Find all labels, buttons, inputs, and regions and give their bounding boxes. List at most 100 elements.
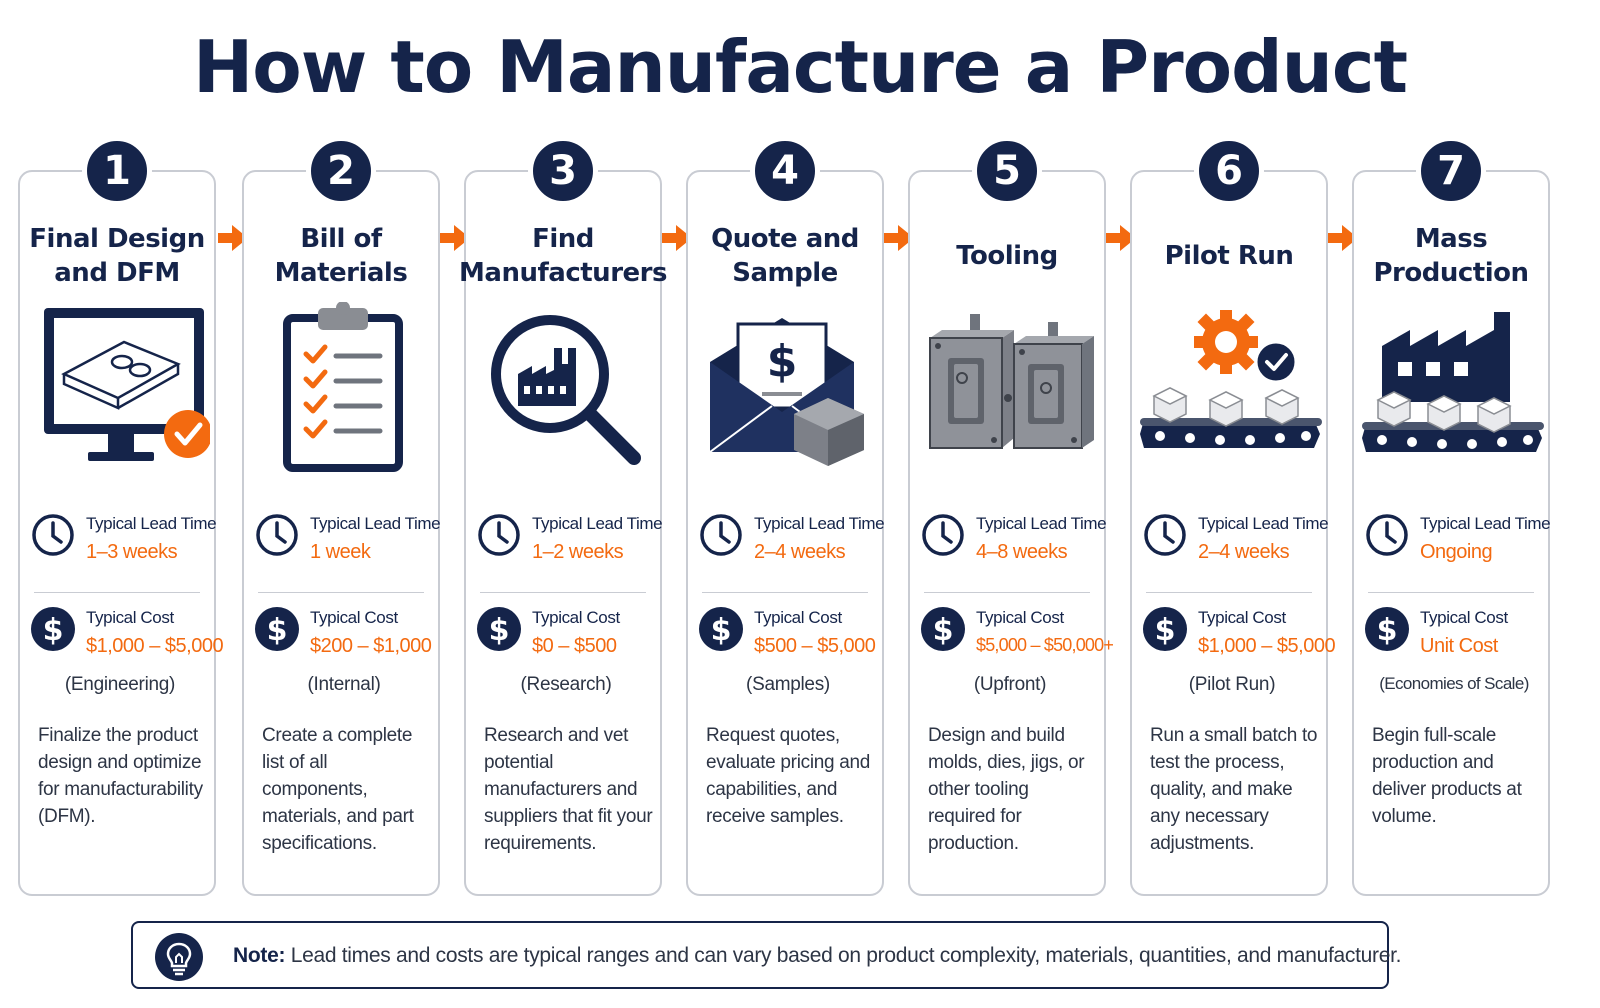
cost-row: $ Typical Cost $1,000 – $5,000 (Pilot Ru… (1142, 604, 1336, 695)
step-number-badge: 7 (1416, 136, 1486, 206)
step-title: Mass Production (1373, 224, 1530, 288)
clock-icon (254, 512, 300, 558)
cost-label: Typical Cost (1198, 608, 1286, 627)
cost-label: Typical Cost (754, 608, 842, 627)
step-title: Final Design and DFM (29, 224, 205, 288)
cost-note: (Samples) (746, 674, 830, 695)
cost-value: $500 – $5,000 (754, 635, 876, 657)
lead-time-label: Typical Lead Time (976, 514, 1107, 533)
svg-text:$: $ (1155, 613, 1176, 648)
page-title: How to Manufacture a Product (193, 25, 1408, 109)
cost-value: $1,000 – $5,000 (1198, 635, 1336, 657)
lead-time-row: Typical Lead Time 1–3 weeks (30, 510, 217, 570)
lead-time-label: Typical Lead Time (1198, 514, 1329, 533)
lead-time-value: Ongoing (1420, 541, 1493, 563)
step-title: Quote and Sample (711, 224, 859, 288)
lead-time-row: Typical Lead Time 1 week (254, 510, 441, 570)
note-text: Note: Lead times and costs are typical r… (233, 944, 1401, 968)
cost-label: Typical Cost (1420, 608, 1508, 627)
step-number-badge: 4 (750, 136, 820, 206)
clock-icon (920, 512, 966, 558)
svg-text:$: $ (267, 613, 288, 648)
step-number-badge: 5 (972, 136, 1042, 206)
cost-row: $ Typical Cost $1,000 – $5,000 (Engineer… (30, 604, 224, 695)
dollar-icon: $ (1142, 606, 1188, 652)
divider (1368, 592, 1534, 593)
conveyor-gear-icon (1140, 302, 1322, 482)
step-number-badge: 3 (528, 136, 598, 206)
cost-label: Typical Cost (976, 608, 1064, 627)
step-number-badge: 6 (1194, 136, 1264, 206)
arrow-right-icon (218, 225, 248, 251)
svg-text:$: $ (711, 613, 732, 648)
arrow-right-icon (884, 225, 914, 251)
step-card-7: 7 Mass Production (1352, 136, 1551, 896)
clock-icon (30, 512, 76, 558)
divider (1146, 592, 1312, 593)
lightbulb-icon (155, 933, 203, 981)
lead-time-label: Typical Lead Time (532, 514, 663, 533)
note-box: Note: Lead times and costs are typical r… (131, 921, 1401, 989)
clock-icon (1364, 512, 1410, 558)
cost-value: $1,000 – $5,000 (86, 635, 224, 657)
step-number-badge: 2 (306, 136, 376, 206)
cost-label: Typical Cost (86, 608, 174, 627)
cost-value: $200 – $1,000 (310, 635, 432, 657)
lead-time-label: Typical Lead Time (86, 514, 217, 533)
magnifier-factory-icon (474, 302, 656, 482)
cost-row: $ Typical Cost $5,000 – $50,000+ (Upfron… (920, 604, 1114, 695)
dollar-icon: $ (698, 606, 744, 652)
lead-time-value: 1–2 weeks (532, 541, 624, 563)
dollar-icon: $ (1364, 606, 1410, 652)
cost-label: Typical Cost (310, 608, 398, 627)
step-card-3: 3 Find Manufacturers Typical Lead Time 1… (459, 136, 667, 896)
cost-value: Unit Cost (1420, 635, 1498, 657)
cost-value: $5,000 – $50,000+ (976, 635, 1114, 655)
svg-text:$: $ (767, 336, 798, 387)
step-description: Request quotes, evaluate pricing and cap… (706, 725, 871, 827)
lead-time-value: 2–4 weeks (1198, 541, 1290, 563)
dollar-icon: $ (920, 606, 966, 652)
cost-note: (Upfront) (973, 674, 1047, 695)
cost-note: (Internal) (307, 674, 381, 695)
step-description: Design and build molds, dies, jigs, or o… (928, 725, 1085, 854)
lead-time-row: Typical Lead Time 4–8 weeks (920, 510, 1107, 570)
step-title: Find Manufacturers (459, 224, 667, 288)
arrow-right-icon (440, 225, 470, 251)
cost-row: $ Typical Cost $0 – $500 (Research) (476, 604, 656, 695)
dollar-icon: $ (254, 606, 300, 652)
lead-time-value: 1 week (310, 541, 371, 563)
divider (924, 592, 1090, 593)
dollar-icon: $ (30, 606, 76, 652)
step-card-6: 6 Pilot Run (1130, 136, 1336, 896)
step-card-2: 2 Bill of Materials Typical Lead Time 1 … (242, 136, 441, 896)
note-body: Lead times and costs are typical ranges … (290, 944, 1402, 967)
lead-time-row: Typical Lead Time 2–4 weeks (698, 510, 885, 570)
clock-icon (1142, 512, 1188, 558)
cost-row: $ Typical Cost $200 – $1,000 (Internal) (254, 604, 434, 695)
divider (702, 592, 868, 593)
step-card-1: 1 Final Design and DFM Typical Lead Time… (18, 136, 224, 896)
factory-conveyor-icon (1362, 302, 1544, 482)
step-card-5: 5 Tooling Typical Lead Time 4–8 wee (908, 136, 1114, 896)
note-label: Note: (233, 944, 286, 967)
divider (34, 592, 200, 593)
cost-note: (Engineering) (64, 674, 176, 695)
dollar-icon: $ (476, 606, 522, 652)
step-description: Run a small batch to test the process, q… (1150, 725, 1318, 854)
lead-time-value: 1–3 weeks (86, 541, 178, 563)
step-description: Create a complete list of all components… (262, 725, 414, 854)
cost-note: (Pilot Run) (1188, 674, 1276, 695)
divider (258, 592, 424, 593)
cost-row: $ Typical Cost Unit Cost (Economies of S… (1364, 604, 1544, 694)
step-description: Begin full-scale production and deliver … (1372, 725, 1522, 827)
clock-icon (476, 512, 522, 558)
cost-value: $0 – $500 (532, 635, 617, 657)
lead-time-row: Typical Lead Time 1–2 weeks (476, 510, 663, 570)
arrow-right-icon (1106, 225, 1136, 251)
monitor-design-check-icon (28, 302, 210, 482)
clock-icon (698, 512, 744, 558)
cost-row: $ Typical Cost $500 – $5,000 (Samples) (698, 604, 878, 695)
step-title: Bill of Materials (274, 224, 408, 288)
mold-tooling-icon (918, 302, 1100, 482)
